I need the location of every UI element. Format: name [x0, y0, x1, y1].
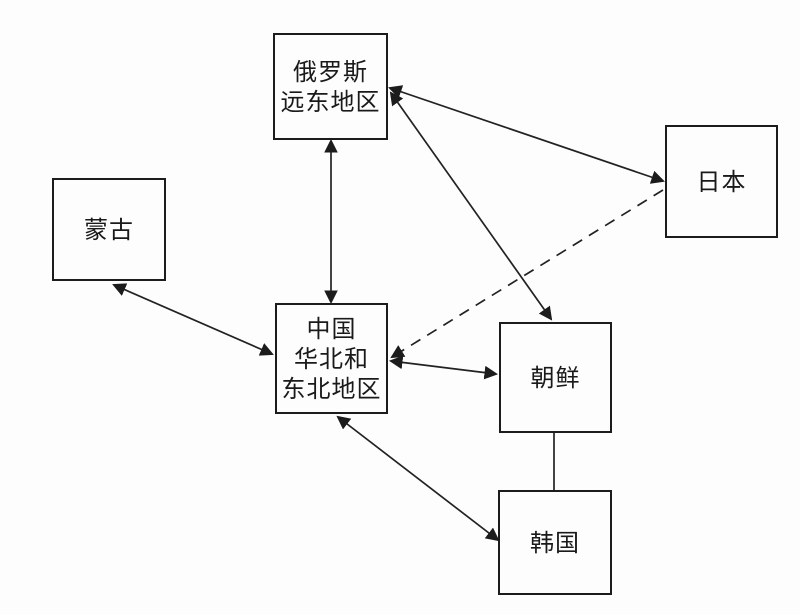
node-mongolia: 蒙古: [52, 178, 166, 281]
node-south-korea: 韩国: [498, 490, 612, 595]
node-russia-far-east: 俄罗斯 远东地区: [273, 33, 388, 140]
node-north-korea: 朝鲜: [499, 322, 612, 433]
node-japan: 日本: [665, 125, 778, 238]
edge-china-nkorea: [388, 355, 499, 380]
node-russia-label-line2: 远东地区: [280, 87, 381, 116]
node-south-korea-label: 韩国: [530, 528, 580, 557]
edge-china-skorea: [336, 415, 500, 542]
node-north-korea-label: 朝鲜: [530, 363, 581, 392]
edge-russia-nkorea: [389, 91, 553, 321]
node-china-label-line2: 华北和: [294, 344, 369, 373]
node-japan-label: 日本: [696, 167, 747, 196]
edge-mongolia-china: [112, 283, 274, 356]
node-russia-label-line1: 俄罗斯: [293, 57, 368, 86]
node-china-north-northeast: 中国 华北和 东北地区: [275, 303, 388, 414]
node-mongolia-label: 蒙古: [84, 215, 134, 244]
edge-japan-china-dashed: [390, 189, 664, 359]
edge-russia-japan: [388, 85, 665, 184]
node-china-label-line3: 东北地区: [281, 374, 382, 403]
node-china-label-line1: 中国: [306, 314, 357, 343]
